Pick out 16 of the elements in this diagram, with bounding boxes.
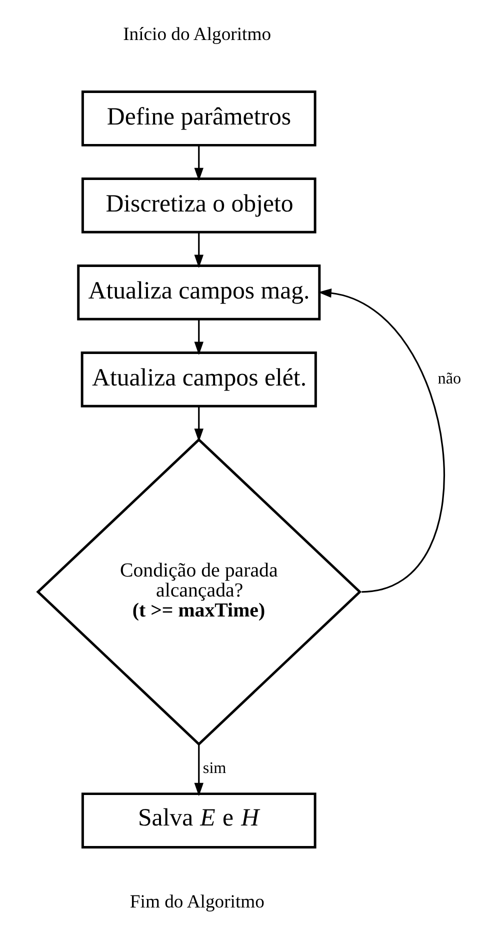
- label: Início do Algoritmo: [123, 24, 272, 46]
- arrow: [194, 232, 204, 268]
- arrow: [194, 146, 204, 182]
- arrow: [194, 319, 204, 355]
- node-box: Atualiza campos mag.: [77, 264, 321, 320]
- edge-label: não: [438, 370, 462, 388]
- arrow: [194, 406, 204, 442]
- node-box: Salva E e H: [81, 792, 316, 848]
- arrow: [318, 288, 445, 593]
- edge-label: sim: [202, 760, 226, 778]
- node-diamond: Condição de parada alcançada? (t >= maxTime): [36, 438, 362, 746]
- node-box: Atualiza campos elét.: [80, 351, 317, 408]
- arrow: [194, 744, 204, 796]
- label: Fim do Algoritmo: [130, 892, 264, 912]
- node-box: Discretiza o objeto: [81, 178, 316, 234]
- node-box: Define parâmetros: [81, 90, 316, 146]
